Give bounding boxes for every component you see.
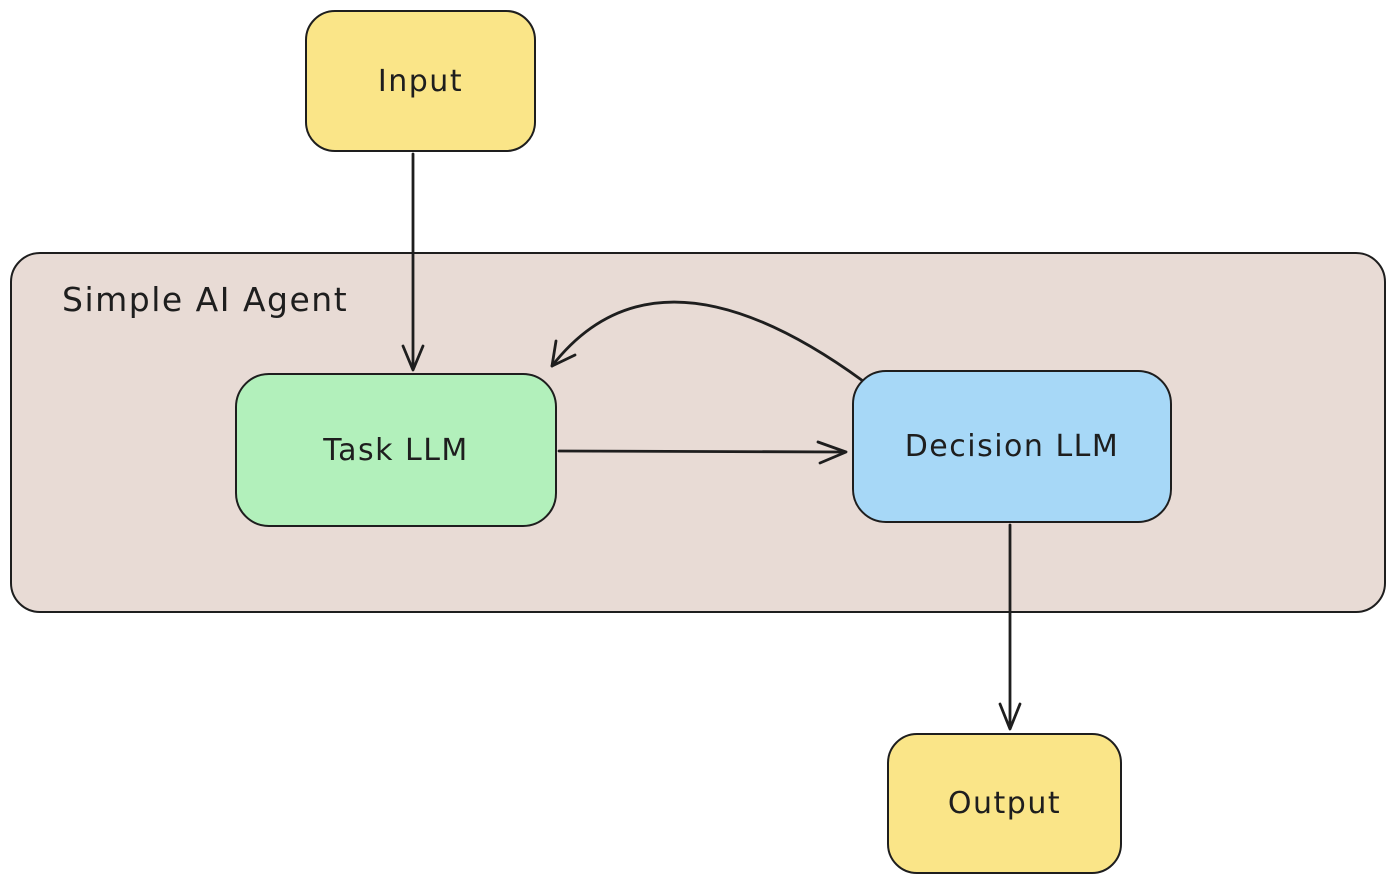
node-input: Input — [305, 10, 536, 152]
agent-container-label: Simple AI Agent — [62, 280, 349, 319]
node-task-llm: Task LLM — [235, 373, 557, 527]
node-decision-llm-label: Decision LLM — [904, 429, 1120, 464]
node-output: Output — [887, 733, 1122, 874]
node-output-label: Output — [947, 786, 1062, 821]
node-input-label: Input — [377, 63, 464, 99]
node-decision-llm: Decision LLM — [852, 370, 1172, 523]
node-task-llm-label: Task LLM — [323, 432, 469, 468]
